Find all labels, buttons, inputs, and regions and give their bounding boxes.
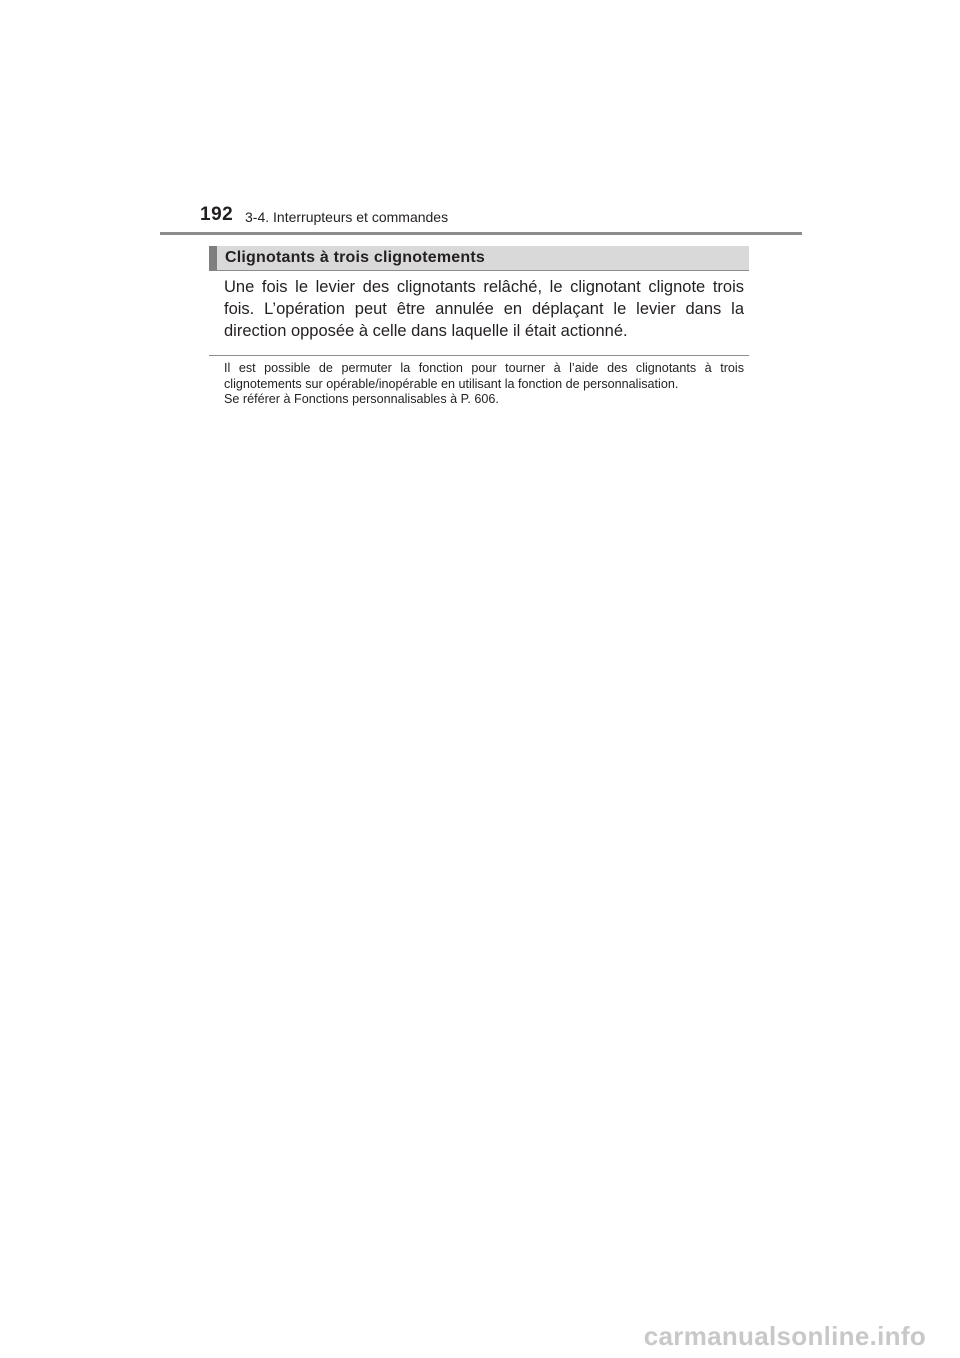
watermark: carmanualsonline.info	[643, 1321, 926, 1351]
section-body: Une fois le levier des clignotants relâc…	[224, 278, 744, 340]
note-paragraph: Il est possible de permuter la fonction …	[224, 361, 744, 391]
page-number: 192	[200, 204, 234, 225]
header-divider	[160, 232, 802, 235]
chapter-title: 3-4. Interrupteurs et commandes	[245, 209, 449, 225]
section-heading-text: Clignotants à trois clignotements	[225, 249, 485, 266]
section-heading: Clignotants à trois clignotements	[209, 246, 749, 271]
note-block: Il est possible de permuter la fonction …	[224, 361, 744, 408]
note-divider	[209, 355, 749, 356]
note-reference: Se référer à Fonctions personnalisables …	[224, 392, 499, 406]
